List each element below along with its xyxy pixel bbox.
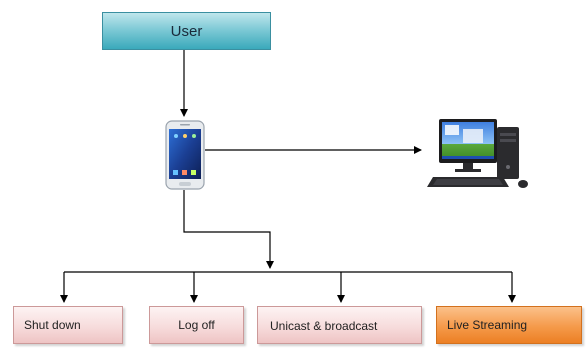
user-label: User — [170, 22, 203, 40]
action-label-unicast-broadcast: Unicast & broadcast — [270, 319, 378, 333]
desktop-computer-icon — [427, 119, 528, 188]
action-box-log-off: Log off — [149, 306, 244, 344]
action-box-shut-down: Shut down — [13, 306, 123, 344]
connector-phone-to-junction — [183, 190, 274, 269]
action-label-log-off: Log off — [178, 318, 215, 332]
smartphone-icon — [165, 120, 205, 190]
action-label-shut-down: Shut down — [24, 318, 81, 332]
action-box-live-streaming: Live Streaming — [436, 306, 582, 344]
action-label-live-streaming: Live Streaming — [447, 318, 528, 332]
user-node: User — [102, 12, 271, 50]
action-box-unicast-broadcast: Unicast & broadcast — [257, 306, 422, 344]
